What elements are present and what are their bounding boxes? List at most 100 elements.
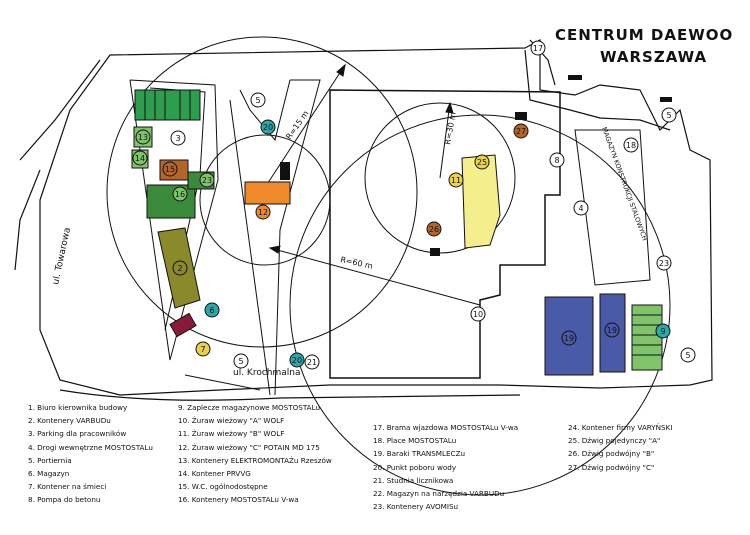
title-line1: CENTRUM DAEWOO [555,26,733,44]
black-block-2 [515,112,527,120]
marker-23: 23 [656,255,672,271]
marker-circle [680,347,696,363]
marker-label: 23 [202,176,212,185]
marker-label: 15 [165,165,175,174]
marker-9: 9 [655,323,671,339]
marker-20: 20 [260,119,276,135]
marker-10: 10 [470,306,486,322]
pump-8 [169,312,197,338]
marker-circle [561,330,577,346]
marker-label: 23 [659,259,669,268]
radius-label-15: R=15 m [284,109,310,141]
marker-circle [204,302,220,318]
marker-circle [304,354,320,370]
marker-18: 18 [623,137,639,153]
marker-label: 10 [473,310,483,319]
legend-item: 14. Kontener PRVVG [178,469,251,479]
marker-5: 5 [233,353,249,369]
marker-circle [250,92,266,108]
marker-label: 19 [607,326,617,335]
legend-item: 27. Dźwig podwójny "C" [568,462,655,472]
marker-16: 16 [172,186,188,202]
marker-label: 17 [533,44,543,53]
black-block-5 [660,97,672,102]
legend-col-2: 9. Zaplecze magazynowe MOSTOSTALu 10. Żu… [178,404,332,504]
marker-circle [132,150,148,166]
marker-label: 26 [429,225,439,234]
marker-label: 11 [451,176,461,185]
legend-item: 9. Zaplecze magazynowe MOSTOSTALu [178,403,321,412]
marker-20: 20 [289,352,305,368]
street-krochmalna: ul. Krochmalna [233,368,301,378]
marker-label: 3 [175,134,180,143]
marker-circle [162,161,178,177]
legend-item: 26. Dźwig podwójny "B" [568,449,655,459]
marker-circle [170,130,186,146]
legend-item: 18. Place MOSTOSTALu [373,436,457,446]
legend-item: 1. Biuro kierownika budowy [28,403,128,412]
marker-3: 3 [170,130,186,146]
marker-7: 7 [195,341,211,357]
legend-col-3: 17. Brama wjazdowa MOSTOSTALu V-wa 18. P… [373,423,519,512]
legend-item: 21. Studnia licznikowa [373,475,454,485]
marker-4: 4 [573,200,589,216]
marker-17: 17 [530,40,546,56]
marker-label: 5 [238,357,243,366]
marker-circle [448,172,464,188]
legend-item: 19. Baraki TRANSMLECZu [373,449,466,459]
marker-label: 27 [516,127,526,136]
marker-13: 13 [135,129,151,145]
marker-label: 20 [292,356,302,365]
legend-item: 4. Drogi wewnętrzne MOSTOSTALu [28,442,153,452]
marker-19: 19 [561,330,577,346]
marker-label: 18 [626,141,636,150]
marker-label: 6 [209,306,214,315]
legend-item: 12. Żuraw wieżowy "C" POTAIN MD 175 [178,442,320,452]
marker-circle [513,123,529,139]
marker-6: 6 [204,302,220,318]
marker-label: 2 [177,264,182,273]
legend-item: 25. Dźwig pojedynczy "A" [568,436,661,446]
legend-item: 2. Kontenery VARBUDu [28,416,111,426]
marker-circle [172,186,188,202]
marker-8: 8 [549,152,565,168]
legend-item: 10. Żuraw wieżowy "A" WOLF [178,416,285,426]
container-16 [146,184,196,219]
marker-26: 26 [426,221,442,237]
legend-item: 23. Kontenery AVOMISu [373,502,459,512]
legend-col-4: 24. Kontener firmy VARYŃSKI 25. Dźwig po… [568,424,672,471]
marker-label: 21 [307,358,317,367]
marker-11: 11 [448,172,464,188]
street-towarowa: ul. Towarowa [51,227,73,286]
marker-circle [604,322,620,338]
marker-circle [470,306,486,322]
storage-9 [631,304,663,371]
marker-circle [549,152,565,168]
marker-5: 5 [680,347,696,363]
legend-item: 8. Pompa do betonu [28,495,101,505]
radius-label-30: R=30 m [443,111,458,145]
marker-5: 5 [250,92,266,108]
marker-23: 23 [199,172,215,188]
marker-27: 27 [513,123,529,139]
marker-circle [656,255,672,271]
marker-21: 21 [304,354,320,370]
marker-label: 5 [255,96,260,105]
marker-label: 8 [554,156,559,165]
legend-item: 11. Żuraw wieżowy "B" WOLF [178,429,285,439]
radius-lines [261,63,481,306]
marker-25: 25 [474,154,490,170]
marker-14: 14 [132,150,148,166]
legend-item: 5. Portiernia [28,455,72,465]
legend-item: 17. Brama wjazdowa MOSTOSTALu V-wa [373,423,519,432]
marker-label: 14 [135,154,145,163]
marker-label: 5 [666,111,671,120]
marker-label: 7 [200,345,205,354]
legend-item: 13. Kontenery ELEKTROMONTAŻu Rzeszów [178,455,332,465]
marker-label: 19 [564,334,574,343]
marker-circle [289,352,305,368]
marker-15: 15 [162,161,178,177]
legend-item: 15. W.C. ogólnodostępne [178,482,268,492]
marker-circle [172,260,188,276]
